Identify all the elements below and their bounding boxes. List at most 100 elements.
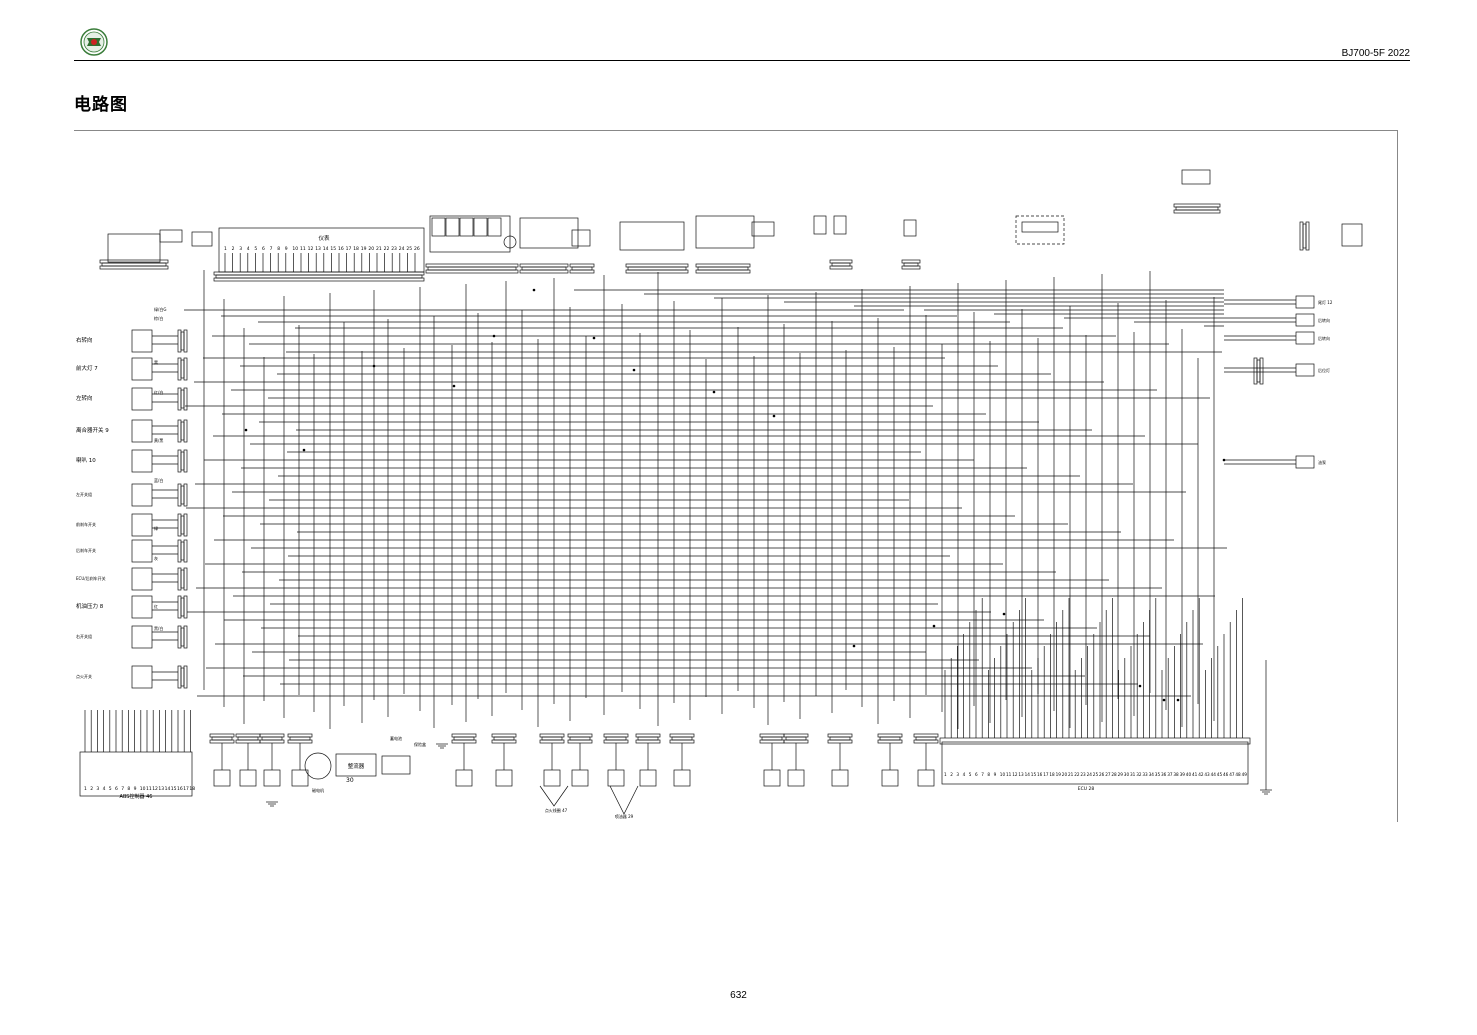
fuse-f-mid bbox=[493, 736, 515, 741]
abs-pin: 13 bbox=[158, 786, 164, 792]
wire-color-tag: 灰 bbox=[154, 555, 158, 561]
fuse-d-mid bbox=[289, 736, 311, 741]
small-relay bbox=[159, 229, 183, 243]
page-number: 632 bbox=[730, 990, 747, 1001]
header-rule bbox=[74, 60, 1410, 61]
ecu-pin: 45 bbox=[1217, 772, 1223, 777]
ecu-pin: 10 bbox=[1000, 772, 1006, 777]
relay-1 bbox=[445, 217, 460, 237]
fuse-o bbox=[877, 733, 903, 738]
right-component-label: 后转向 bbox=[1318, 317, 1330, 323]
junction-dot bbox=[532, 288, 536, 292]
fuse-n-base bbox=[827, 739, 853, 744]
fuse-m bbox=[783, 733, 809, 738]
left-connector-base bbox=[183, 419, 188, 443]
fuse-c-mid bbox=[261, 736, 283, 741]
right-mid-connector bbox=[1253, 357, 1258, 385]
fuse-m-mid bbox=[785, 736, 807, 741]
ecu-box bbox=[941, 741, 1249, 785]
left-connector-base bbox=[183, 567, 188, 591]
fuse-k bbox=[669, 733, 695, 738]
diode-connector-base bbox=[569, 269, 595, 274]
left-connector bbox=[177, 449, 182, 473]
instrument-pin: 13 bbox=[315, 246, 321, 252]
right-component-box bbox=[1295, 295, 1315, 309]
fuse-h bbox=[567, 733, 593, 738]
top-right-connector bbox=[1173, 203, 1221, 208]
fuse-g bbox=[539, 733, 565, 738]
abs-pin: 15 bbox=[171, 786, 177, 792]
sensor-c-connector bbox=[901, 259, 921, 264]
dashed-inner bbox=[1021, 221, 1059, 233]
instrument-pin: 26 bbox=[414, 246, 420, 252]
ecu-pin: 11 bbox=[1006, 772, 1012, 777]
left-component-box bbox=[131, 567, 153, 591]
ecu-pin: 21 bbox=[1068, 772, 1074, 777]
relay-block-2-connector bbox=[695, 263, 751, 268]
left-connector-base bbox=[183, 449, 188, 473]
left-connector-mid bbox=[180, 421, 185, 441]
ecu-pin: 37 bbox=[1167, 772, 1173, 777]
fuse-f-base bbox=[491, 739, 517, 744]
horn-connector-mid bbox=[101, 262, 167, 267]
fuse-k-base bbox=[669, 739, 695, 744]
relay-0 bbox=[431, 217, 446, 237]
instrument-pin: 3 bbox=[239, 246, 242, 252]
instrument-label: 仪表 bbox=[318, 234, 330, 242]
left-connector-mid bbox=[180, 485, 185, 505]
instrument-pin: 1 bbox=[224, 246, 227, 252]
instrument-pin: 11 bbox=[300, 246, 306, 252]
instrument-pin: 17 bbox=[346, 246, 352, 252]
ecu-pin: 48 bbox=[1235, 772, 1241, 777]
junction-dot bbox=[1002, 612, 1006, 616]
junction-dot bbox=[1222, 458, 1226, 462]
motor-symbol bbox=[503, 235, 517, 249]
wire-color-tag: 棕/白 bbox=[154, 315, 163, 321]
horn-connector-base bbox=[99, 265, 169, 270]
left-connector bbox=[177, 665, 182, 689]
left-component-label: 喇叭 10 bbox=[76, 456, 96, 464]
ecu-pin: 42 bbox=[1198, 772, 1204, 777]
abs-pin: 11 bbox=[146, 786, 152, 792]
relay-connector-base bbox=[425, 269, 519, 274]
left-connector-base bbox=[183, 513, 188, 537]
rectifier-label: 整流器 bbox=[348, 762, 365, 770]
right-component-box bbox=[1295, 455, 1315, 469]
junction-dot bbox=[1176, 698, 1180, 702]
fuse-g-mid bbox=[541, 736, 563, 741]
left-connector-mid bbox=[180, 569, 185, 589]
gear-box bbox=[191, 231, 213, 247]
abs-pin: 5 bbox=[109, 786, 112, 792]
instrument-pin: 5 bbox=[254, 246, 257, 252]
ecu-pin: 30 bbox=[1124, 772, 1130, 777]
fuse-b-base bbox=[235, 739, 261, 744]
fuse-d-base bbox=[287, 739, 313, 744]
fuse-j-base bbox=[635, 739, 661, 744]
abs-pin: 17 bbox=[183, 786, 189, 792]
fuse-l-mid bbox=[761, 736, 783, 741]
ecu-label: ECU 28 bbox=[1078, 786, 1095, 792]
junction-dot bbox=[372, 364, 376, 368]
fuse-box-label: 保险盒 bbox=[414, 741, 426, 747]
abs-pin: 16 bbox=[177, 786, 183, 792]
left-component-box bbox=[131, 449, 153, 473]
wire-color-tag: 红 bbox=[154, 603, 158, 609]
right-top-box bbox=[1341, 223, 1363, 247]
diode-box bbox=[571, 229, 591, 247]
ecu-pin: 5 bbox=[969, 772, 972, 777]
junction-dot bbox=[492, 334, 496, 338]
fuse-a bbox=[209, 733, 235, 738]
fuse-e-mid bbox=[453, 736, 475, 741]
right-component-label: 尾灯 12 bbox=[1318, 299, 1333, 305]
fuse-connector-base bbox=[519, 269, 569, 274]
fuse-g-base bbox=[539, 739, 565, 744]
left-component-label: 离合器开关 9 bbox=[76, 426, 109, 434]
instrument-pin: 8 bbox=[277, 246, 280, 252]
fuse-p-mid bbox=[915, 736, 937, 741]
left-connector bbox=[177, 419, 182, 443]
abs-label: ABS控制器 46 bbox=[120, 793, 153, 800]
wire-color-tag: 绿 bbox=[154, 525, 158, 531]
model-year: BJ700-5F 2022 bbox=[1341, 48, 1410, 59]
junction-connector bbox=[625, 263, 689, 268]
